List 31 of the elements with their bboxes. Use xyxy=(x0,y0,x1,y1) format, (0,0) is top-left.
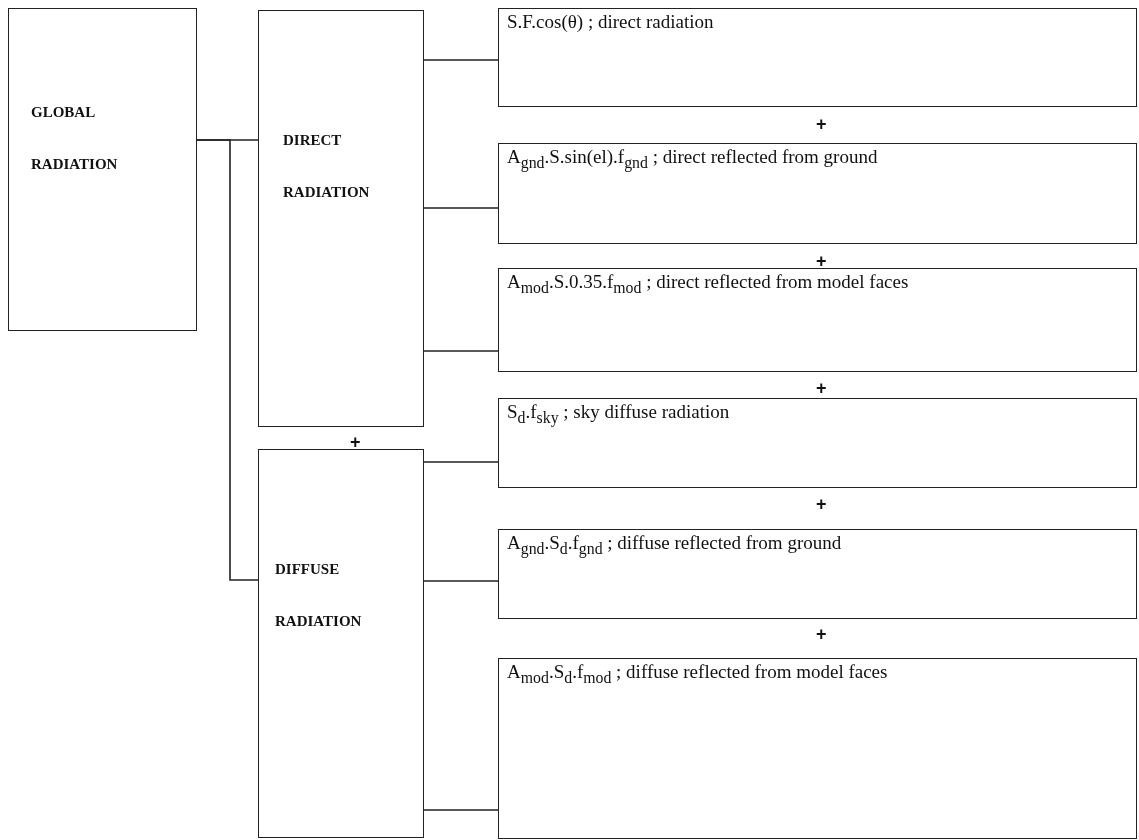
connector-line xyxy=(196,139,259,581)
connector-line xyxy=(423,461,499,463)
plus-sign: + xyxy=(816,378,827,399)
plus-sign: + xyxy=(816,624,827,645)
formula-text: A$_{gnd}$.S.sin(el).f$_{gnd}$ ; direct reflected from ground xyxy=(507,146,878,172)
connector-line xyxy=(423,207,499,209)
category-label: DIFFUSE RADIATION xyxy=(275,560,363,631)
category-box xyxy=(8,8,197,331)
plus-sign: + xyxy=(350,432,361,453)
formula-box xyxy=(498,8,1137,107)
plus-sign: + xyxy=(816,251,827,272)
formula-text: S.F.cos(θ) ; direct radiation xyxy=(507,11,714,33)
formula-box xyxy=(498,268,1137,372)
category-label: GLOBAL RADIATION xyxy=(31,103,119,174)
category-label: DIRECT RADIATION xyxy=(283,131,371,202)
connector-line xyxy=(423,580,499,582)
formula-text: A$_{mod}$.S.0.35.f$_{mod}$ ; direct reflected from model faces xyxy=(507,271,909,297)
plus-sign: + xyxy=(816,114,827,135)
formula-text: S$_{d}$.f$_{sky}$ ; sky diffuse radiation xyxy=(507,401,730,427)
category-box xyxy=(258,449,424,838)
formula-box xyxy=(498,398,1137,488)
formula-box xyxy=(498,143,1137,244)
formula-box xyxy=(498,529,1137,619)
formula-box xyxy=(498,658,1137,839)
formula-text: A$_{mod}$.S$_{d}$.f$_{mod}$ ; diffuse reflected from model faces xyxy=(507,661,888,687)
plus-sign: + xyxy=(816,494,827,515)
formula-text: A$_{gnd}$.S$_{d}$.f$_{gnd}$ ; diffuse reflected from ground xyxy=(507,532,842,558)
connector-line xyxy=(423,350,499,352)
category-box xyxy=(258,10,424,427)
connector-line xyxy=(423,59,499,61)
connector-line xyxy=(423,809,499,811)
